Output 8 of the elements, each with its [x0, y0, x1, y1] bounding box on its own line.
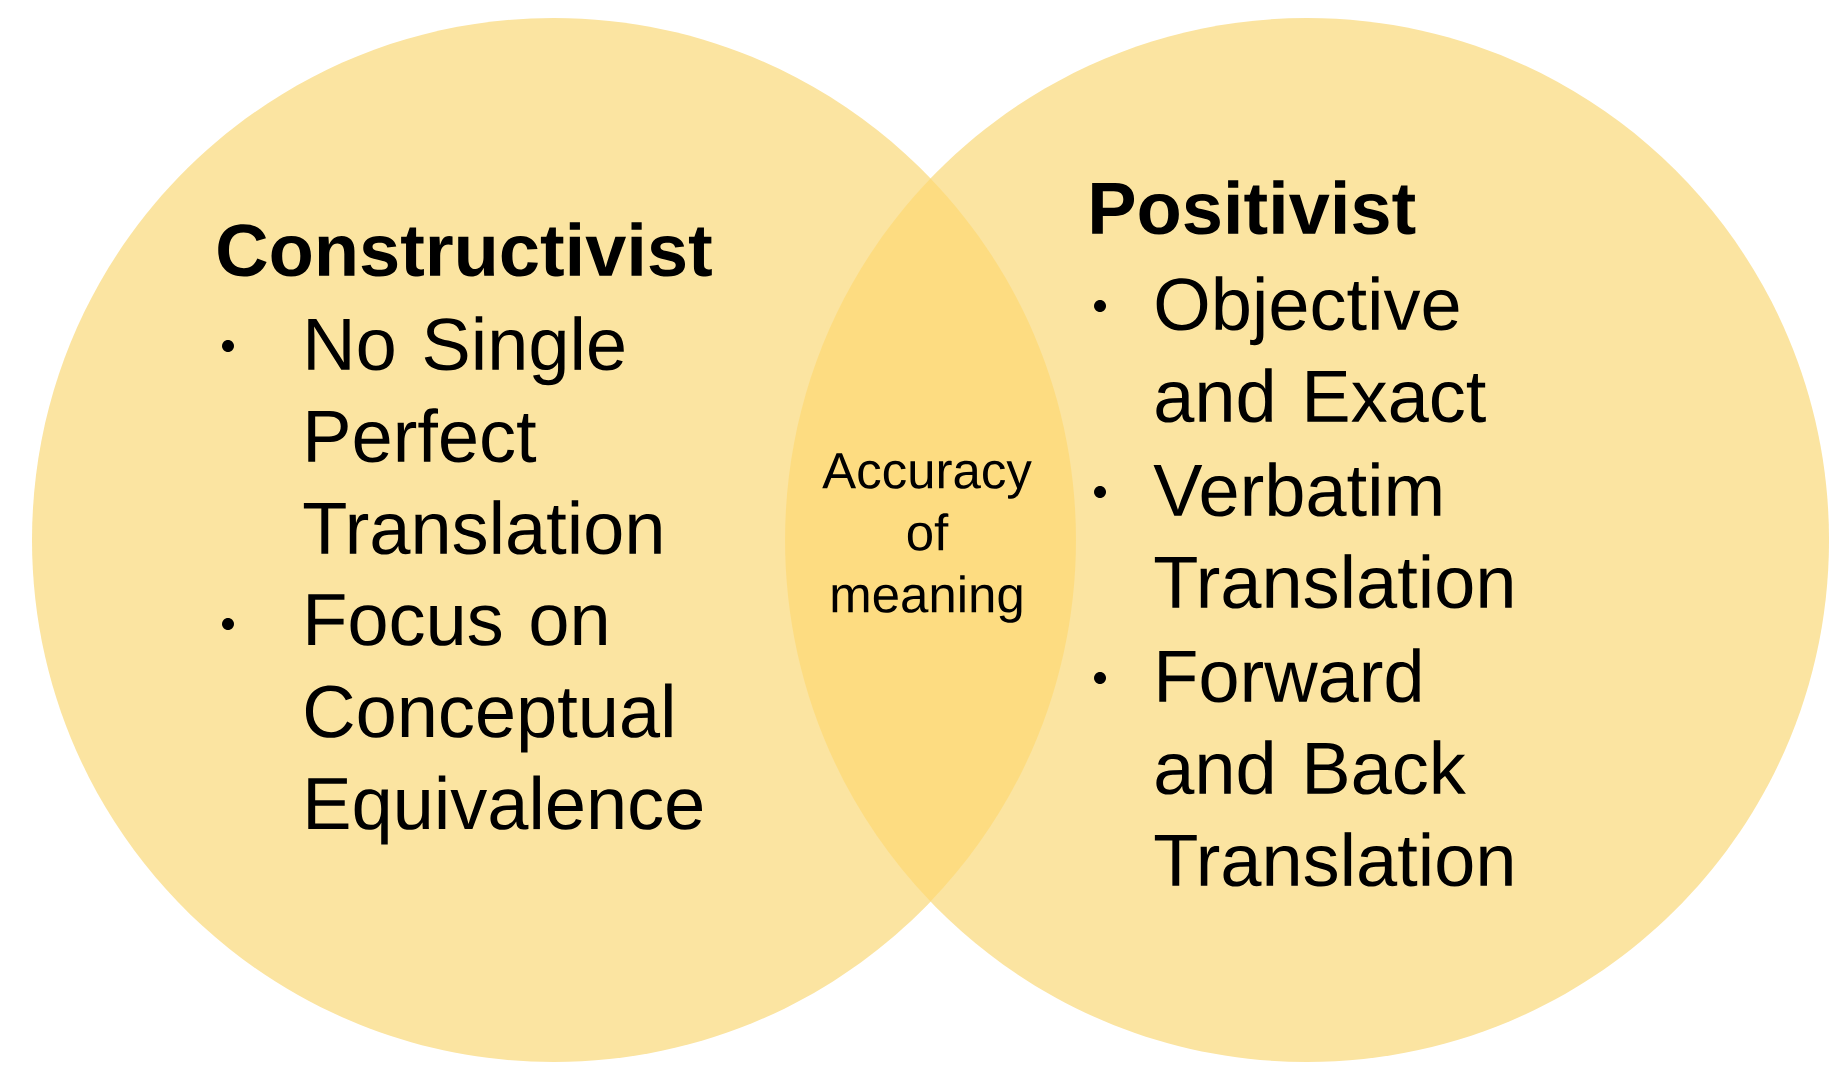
bullet-item: Forward and Back Translation: [1094, 648, 1512, 887]
bullet-item: Verbatim Translation: [1094, 462, 1512, 609]
heading: Positivist: [1092, 180, 1416, 235]
bullet-item: No Single Perfect Translation: [222, 316, 661, 555]
heading: Constructivist: [218, 222, 712, 277]
bullet-item: Focus on Conceptual Equivalence: [222, 594, 702, 845]
bullet-item: Objective and Exact: [1094, 276, 1486, 423]
overlap-region: Accuracy of meaning: [785, 178, 1076, 902]
